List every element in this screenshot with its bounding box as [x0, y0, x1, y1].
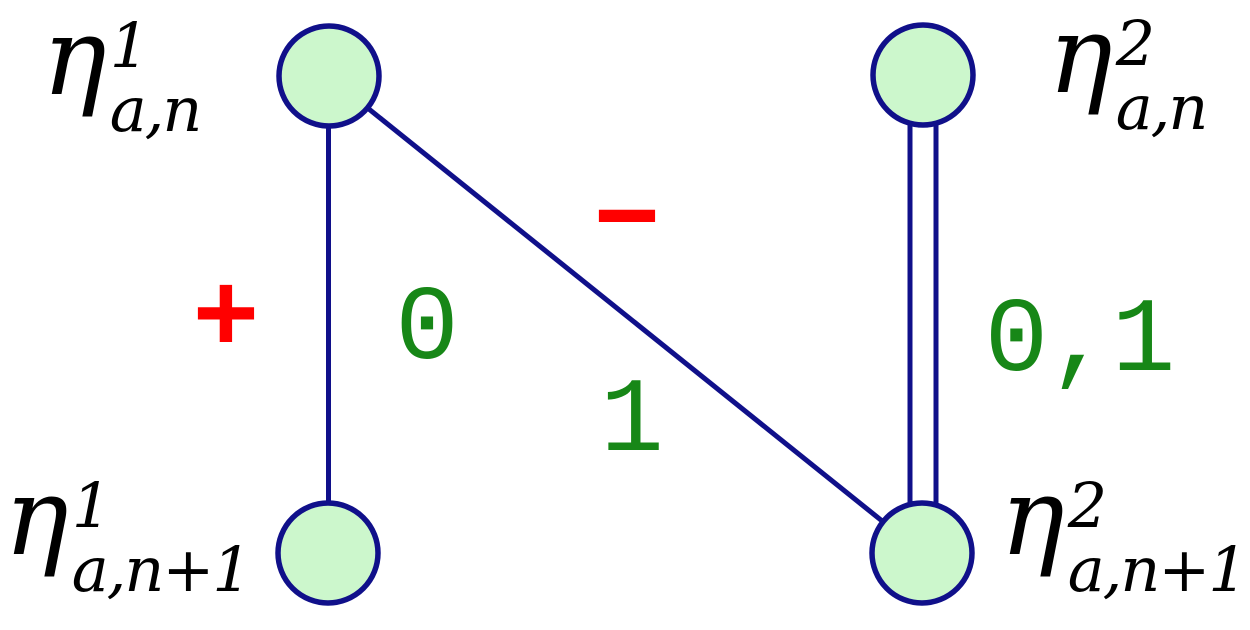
eta-scripts: 1 a,n	[109, 9, 203, 146]
node-label-eta-1-n: η 1 a,n	[42, 4, 203, 146]
eta-subscript: a,n	[109, 72, 203, 146]
edge-diagonal-sign-minus: −	[593, 160, 661, 287]
edge-diagonal	[327, 75, 924, 555]
eta-subscript: a,n+1	[71, 532, 252, 606]
node-label-eta-2-n: η 2 a,n	[1048, 2, 1209, 144]
eta-superscript: 1	[109, 9, 149, 82]
eta-scripts: 2 a,n	[1115, 7, 1209, 144]
node-eta-1-n-circle	[276, 23, 382, 129]
eta-superscript: 1	[71, 469, 111, 542]
node-eta-2-n-circle	[870, 22, 976, 128]
eta-superscript: 2	[1115, 7, 1155, 80]
eta-symbol: η	[4, 455, 69, 580]
node-label-eta-2-n1: η 2 a,n+1	[1000, 464, 1248, 606]
node-label-eta-1-n1: η 1 a,n+1	[4, 464, 252, 606]
node-eta-1-n1-circle	[275, 500, 381, 606]
edge-left-weight-zero: 0	[395, 270, 459, 390]
eta-subscript: a,n+1	[1067, 532, 1248, 606]
eta-scripts: 2 a,n+1	[1067, 469, 1248, 606]
edge-diagonal-weight-one: 1	[600, 362, 664, 482]
eta-subscript: a,n	[1115, 70, 1209, 144]
eta-scripts: 1 a,n+1	[71, 469, 252, 606]
node-eta-2-n1-circle	[869, 500, 975, 606]
eta-superscript: 2	[1067, 469, 1107, 542]
edge-left-sign-plus: +	[192, 258, 260, 385]
eta-symbol: η	[1048, 0, 1113, 118]
eta-symbol: η	[42, 0, 107, 120]
edge-double-weight-zero-one: 0,1	[984, 282, 1176, 402]
eta-symbol: η	[1000, 455, 1065, 580]
